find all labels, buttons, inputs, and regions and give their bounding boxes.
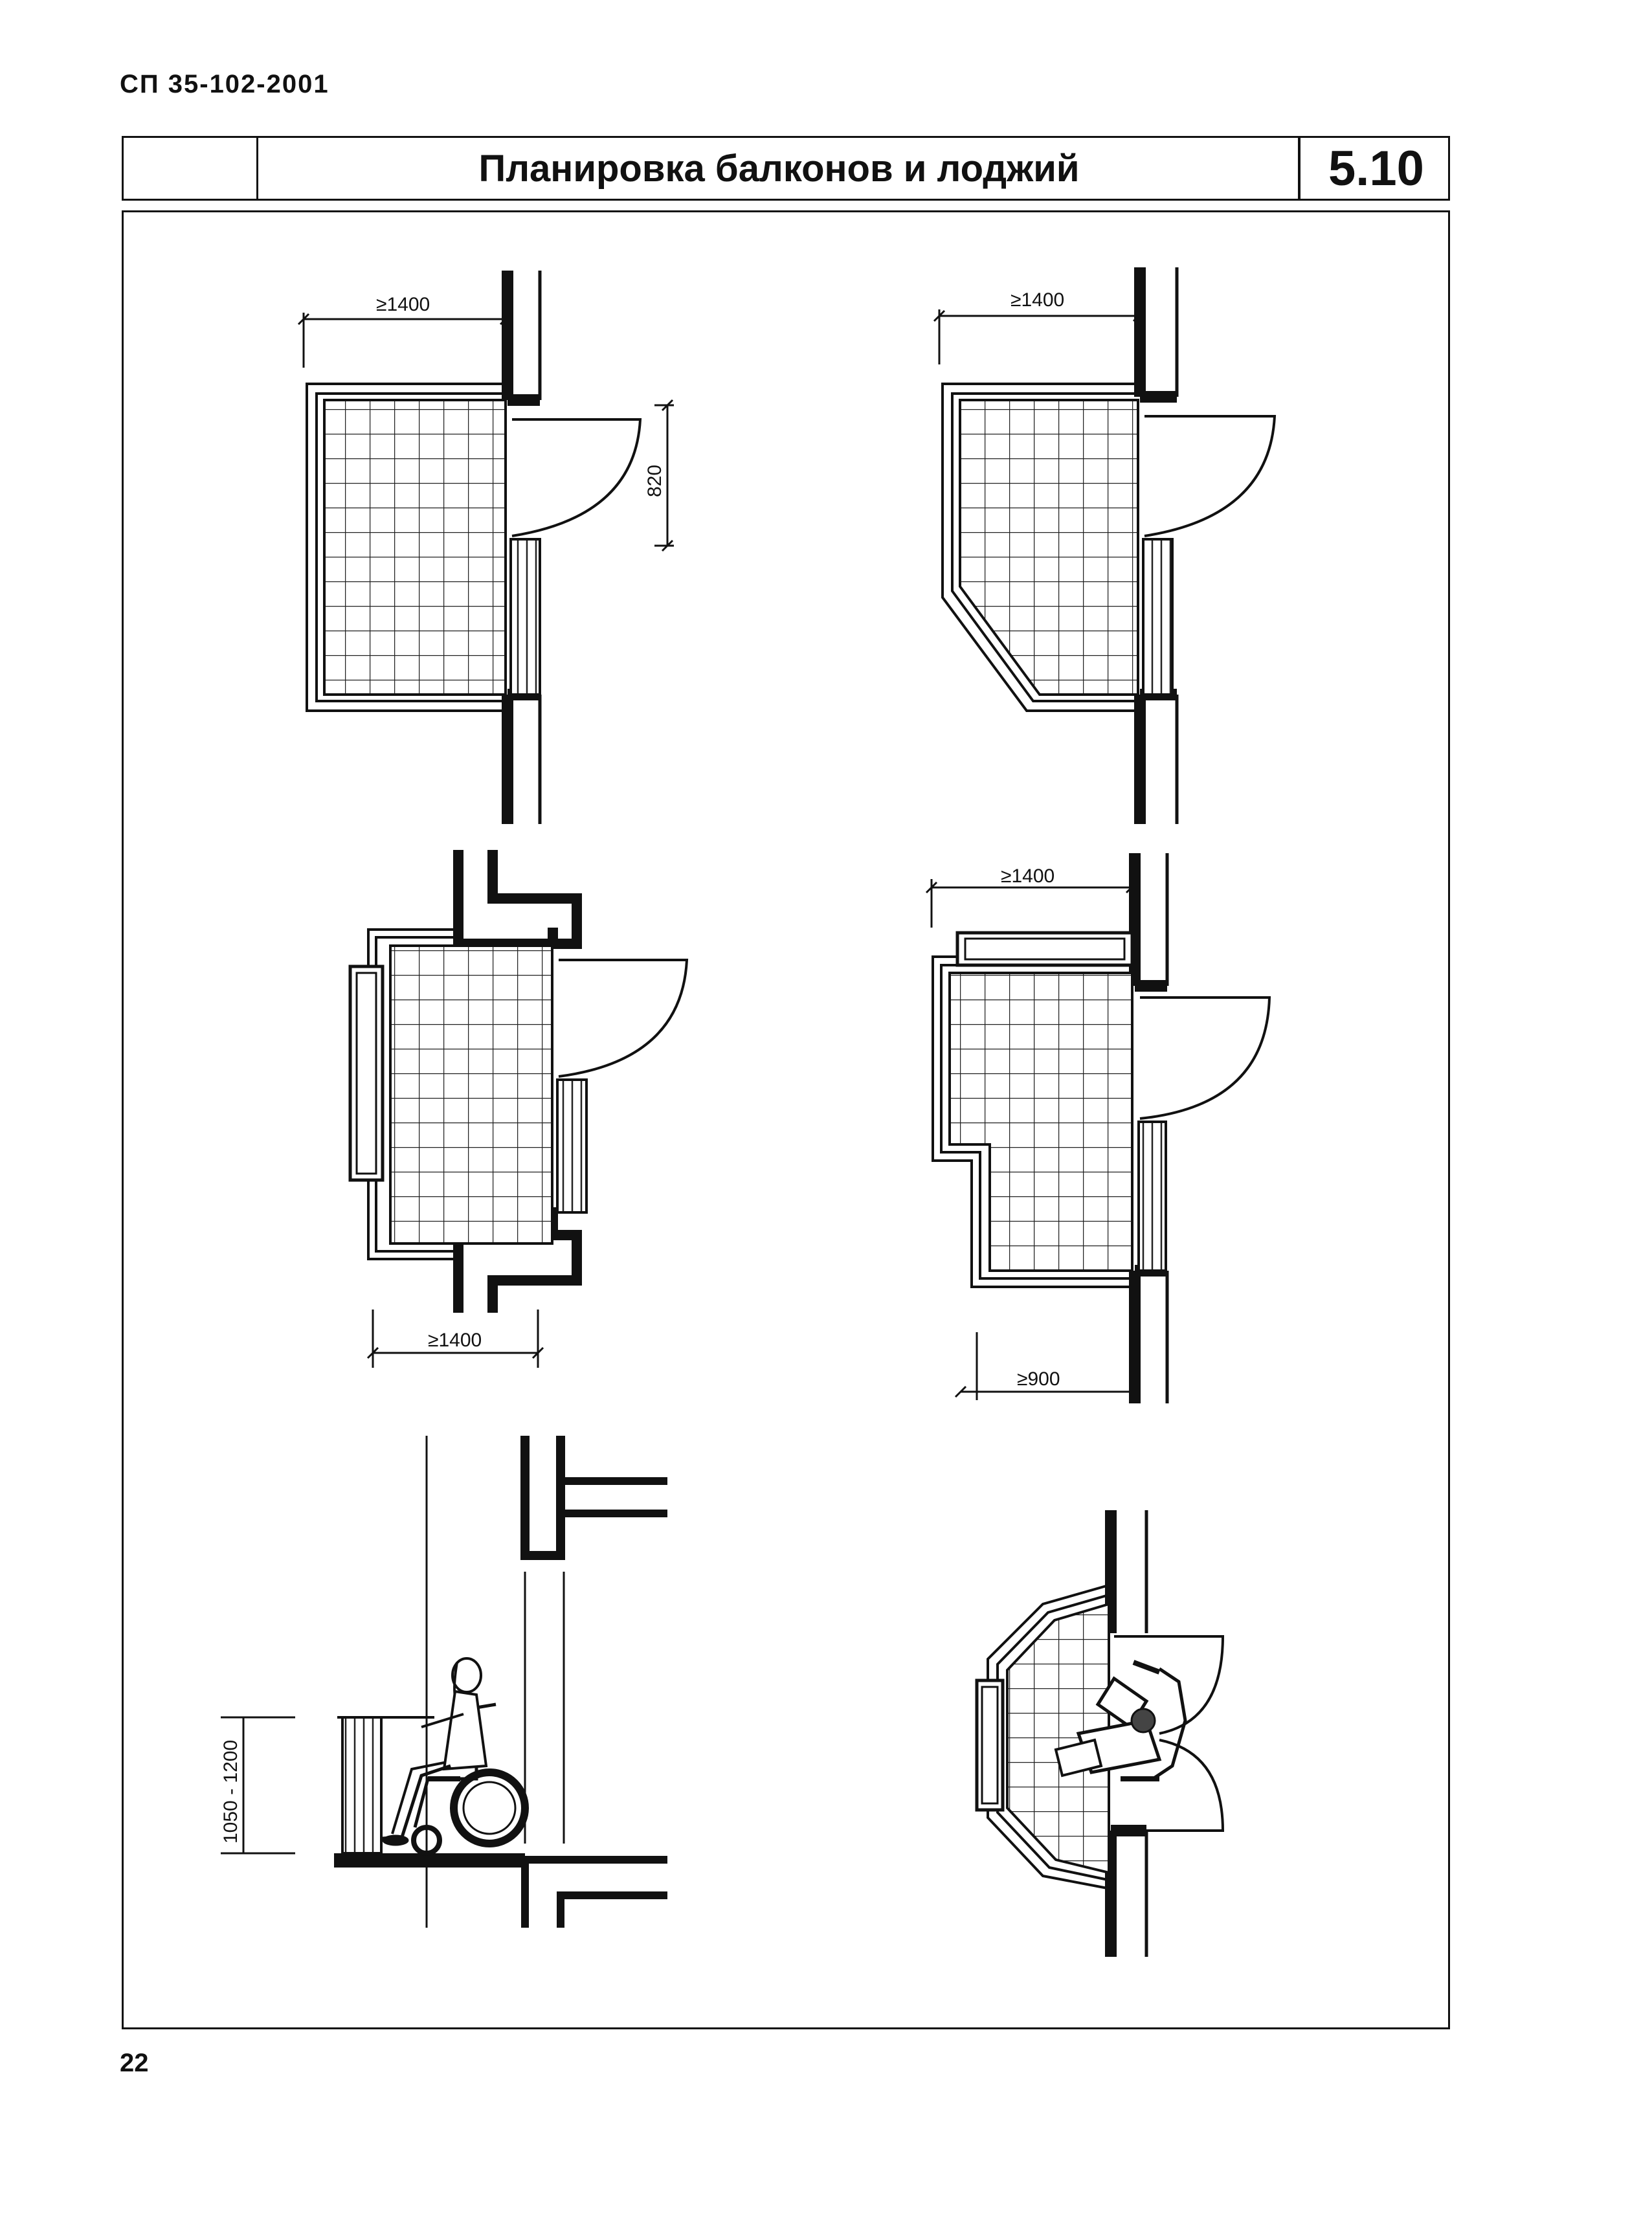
title-block-empty-cell xyxy=(124,138,258,199)
dim-d4-bottom: ≥900 xyxy=(1017,1368,1060,1390)
dim-d1-width: ≥1400 xyxy=(376,294,430,315)
dim-d1-door: 820 xyxy=(644,465,665,497)
dim-d2-width: ≥1400 xyxy=(1010,289,1064,311)
balcony-plan-chamfered xyxy=(933,267,1277,824)
dim-d4-top: ≥1400 xyxy=(1001,865,1055,887)
balcony-plan-wheelchair-turn xyxy=(975,1510,1225,1957)
dim-d5-height: 1050 - 1200 xyxy=(220,1740,241,1844)
loggia-plan-side-planter xyxy=(348,850,689,1368)
document-code: СП 35-102-2001 xyxy=(120,70,329,98)
dim-d3-bottom: ≥1400 xyxy=(428,1330,482,1351)
balcony-section-wheelchair xyxy=(221,1436,667,1928)
drawings-canvas: ≥1400 820 ≥1400 ≥14 xyxy=(220,267,1277,1957)
balcony-plan-l-shaped xyxy=(925,853,1271,1403)
page-number: 22 xyxy=(120,2049,149,2077)
drawing-frame: ≥1400 820 ≥1400 ≥14 xyxy=(122,210,1450,2029)
title-block: Планировка балконов и лоджий 5.10 xyxy=(122,136,1450,201)
balcony-plan-rectangular xyxy=(297,271,674,824)
page-title: Планировка балконов и лоджий xyxy=(260,138,1300,199)
section-number: 5.10 xyxy=(1328,140,1424,196)
